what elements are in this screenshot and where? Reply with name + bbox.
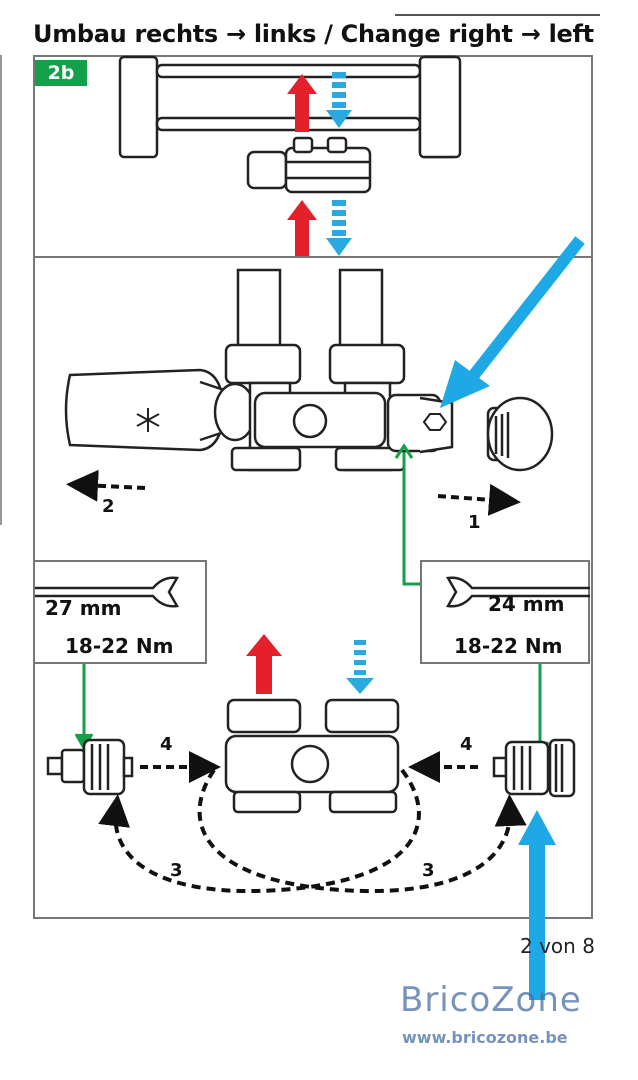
valve-insert-right [492,738,576,798]
step-label-1: 1 [468,512,481,533]
step-arrow-3-left [98,768,421,893]
hot-flow-arrow [287,74,317,256]
step-label-2: 2 [102,496,115,517]
snowflake-icon [136,408,160,432]
hex-socket-icon [422,413,448,431]
left-margin-rule [0,55,2,525]
top-rule [395,0,600,16]
step-badge: 2b [35,60,87,86]
wrench-icon [35,576,179,608]
radiator-illustration [118,55,462,159]
torque-left: 18-22 Nm [65,634,174,658]
watermark-brand: BricoZone [400,980,582,1020]
cold-flow-arrow [326,72,352,256]
valve-insert-left [46,738,134,796]
diagram-frame [33,55,593,919]
guide-line-right-upper [394,443,420,586]
page-number: 2 von 8 [520,934,595,958]
step-label-4-left: 4 [160,734,173,755]
step-label-4-right: 4 [460,734,473,755]
valve-top-view [246,136,372,194]
blind-cap [486,396,554,472]
thermostat-head [64,368,257,452]
wrench-box-left: 27 mm 18-22 Nm [33,560,207,664]
step-arrow-3-right [197,768,527,893]
wrench-size-right: 24 mm [488,592,565,616]
valve-body-bottom [224,698,400,814]
wrench-box-right: 24 mm 18-22 Nm [420,560,590,664]
cold-flow-arrow-bottom [346,640,374,694]
hot-flow-arrow-bottom [246,634,282,694]
step-label-3-left: 3 [170,860,183,881]
annotation-arrow-insert [518,810,556,1000]
watermark-url: www.bricozone.be [402,1028,568,1047]
torque-right: 18-22 Nm [454,634,563,658]
step-label-3-right: 3 [422,860,435,881]
frame-divider [33,256,593,258]
step-arrow-1 [437,483,521,516]
annotation-arrow-cap [440,236,585,408]
wrench-size-left: 27 mm [45,596,122,620]
step-arrow-2 [66,469,146,502]
valve-body-middle [224,343,454,472]
page-title: Umbau rechts → links / Change right → le… [33,20,594,48]
wrench-icon [446,576,590,608]
pipes [236,268,384,350]
guide-line-left [74,664,94,752]
